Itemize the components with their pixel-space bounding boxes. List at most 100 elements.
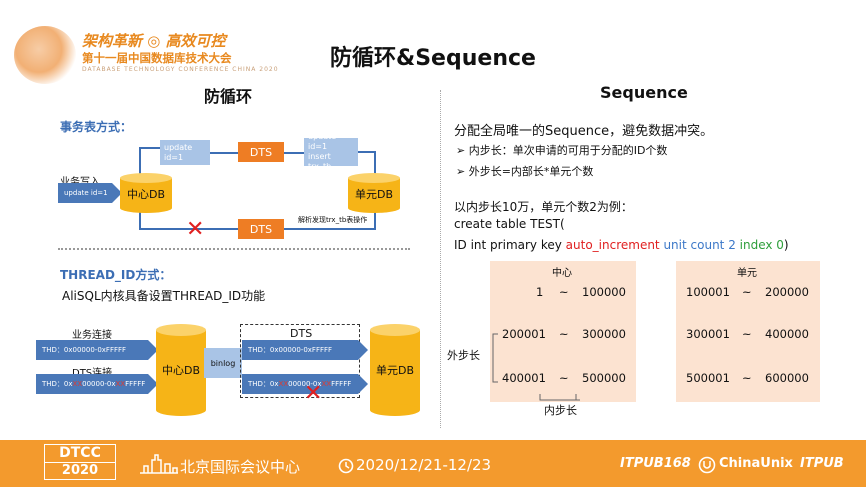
step-brackets	[492, 333, 580, 401]
vertical-divider	[440, 90, 441, 428]
update-id-arrow: update id=1	[58, 183, 122, 203]
center-db-2-cylinder: 中心DB	[156, 324, 206, 416]
footer-bar	[0, 440, 866, 487]
section1-label: 事务表方式：	[60, 120, 133, 134]
parse-note: 解析发现trx_tb表操作	[298, 216, 368, 224]
center-header: 中心	[552, 268, 572, 279]
slide-title: 防循环&Sequence	[330, 46, 536, 71]
conference-logo-icon	[14, 26, 76, 84]
bullet-outer-step: ➢ 外步长=内部长*单元个数	[456, 165, 594, 178]
update-trx-line1: update id=1	[308, 132, 337, 151]
dts-out-thd-label: THD：0x00000-0xFFFFF	[248, 346, 333, 354]
dts-box-label: DTS	[290, 327, 313, 340]
section2-label: THREAD_ID方式：	[60, 268, 172, 282]
section2-desc: AliSQL内核具备设置THREAD_ID功能	[62, 289, 266, 303]
update-trx-line2: insert trx_tb	[308, 152, 332, 171]
center-row2-sep: ~	[559, 327, 569, 341]
unit-range-panel	[676, 261, 820, 402]
center-db-label: 中心DB	[126, 188, 166, 201]
footer-location: 北京国际会议中心	[180, 458, 301, 476]
unit-row2-sep: ~	[742, 327, 752, 341]
dts-thd-mid: 00000-0x	[82, 380, 116, 388]
bullet-inner-step: ➢ 内步长：单次申请的可用于分配的ID个数	[456, 144, 668, 157]
dts-conn-label: DTS连接	[72, 364, 112, 379]
unit-row2-start: 300001	[686, 327, 730, 341]
code-line2-e: )	[783, 238, 789, 252]
sequence-headline: 分配全局唯一的Sequence，避免数据冲突。	[454, 124, 714, 139]
chinaunix-logo: ChinaUnix	[719, 456, 793, 471]
center-row2-end: 300000	[582, 327, 626, 341]
center-row3-end: 500000	[582, 371, 626, 385]
center-row2-start: 200001	[502, 327, 546, 341]
dts-in-thd-post: FFFFF	[331, 380, 352, 388]
dts-in-thd-hl2: XX	[321, 380, 332, 388]
logo-english-name: DATABASE TECHNOLOGY CONFERENCE CHINA 202…	[82, 66, 279, 73]
dts-thd-hl1: XX	[72, 380, 83, 388]
outer-step-label: 外步长	[447, 349, 480, 362]
logo-slogan: 架构革新 ◎ 高效可控	[82, 32, 226, 50]
clock-icon	[338, 458, 354, 474]
left-subtitle: 防循环	[204, 87, 253, 106]
right-subtitle: Sequence	[600, 83, 688, 102]
business-write-label: 业务写入	[60, 173, 100, 188]
unit-db-cylinder: 单元DB	[348, 173, 400, 213]
code-line1: create table TEST(	[454, 217, 565, 231]
dts-in-thd-mid: 00000-0x	[288, 380, 322, 388]
dts-in-thd-pre: THD：0x	[248, 380, 279, 388]
update-trx-box: update id=1 insert trx_tb	[304, 132, 358, 171]
center-row3-start: 400001	[502, 371, 546, 385]
business-conn-label: 业务连接	[72, 330, 112, 341]
itpub-logo: ITPUB	[800, 456, 844, 471]
dts-in-thd-hl1: XX	[278, 380, 289, 388]
itpub168-logo: ITPUB168	[620, 456, 691, 471]
unit-db-2-label: 单元DB	[375, 364, 415, 377]
dts-thd-pre: THD：0x	[42, 380, 73, 388]
unit-db-2-cylinder: 单元DB	[370, 324, 420, 416]
unit-row3-start: 500001	[686, 371, 730, 385]
center-db-2-label: 中心DB	[161, 364, 201, 377]
update-id-arrow-label: update id=1	[64, 189, 108, 197]
code-auto-increment: auto_increment	[565, 238, 660, 252]
block-x-icon: ✕	[186, 217, 205, 242]
center-row1-sep: ~	[559, 285, 569, 299]
footer-date: 2020/12/21-12/23	[356, 456, 492, 474]
unit-row3-sep: ~	[742, 371, 752, 385]
example-text: 以内步长10万，单元个数2为例：	[454, 200, 633, 214]
logo-conference-name: 第十一届中国数据库技术大会	[82, 51, 232, 65]
binlog-box: binlog	[204, 348, 242, 378]
code-line2-a: ID int primary key	[454, 238, 566, 252]
code-index: index 0	[735, 238, 784, 252]
dtcc-logo: DTCC 2020	[44, 444, 116, 480]
center-row1-end: 100000	[582, 285, 626, 299]
dtcc-logo-year: 2020	[61, 463, 99, 478]
unit-row2-end: 400000	[765, 327, 809, 341]
business-thd-arrow: THD：0x00000-0xFFFFF	[36, 340, 158, 360]
dtcc-logo-text: DTCC	[45, 445, 115, 463]
code-unit-count: unit count 2	[659, 238, 736, 252]
unit-db-label: 单元DB	[354, 188, 394, 201]
dts-thd-hl2: XX	[115, 380, 126, 388]
update-id-box: update id=1	[160, 140, 210, 165]
dts-box-top: DTS	[238, 142, 284, 162]
inner-step-label: 内步长	[544, 404, 577, 417]
center-row1-start: 1	[536, 285, 544, 299]
center-range-panel	[490, 261, 636, 402]
horizontal-divider	[58, 248, 410, 250]
center-row3-sep: ~	[559, 371, 569, 385]
unit-row1-end: 200000	[765, 285, 809, 299]
unit-row1-sep: ~	[742, 285, 752, 299]
business-thd-label: THD：0x00000-0xFFFFF	[42, 346, 127, 354]
code-line2: ID int primary key auto_increment unit c…	[454, 238, 789, 252]
dts-out-thd-arrow: THD：0x00000-0xFFFFF	[242, 340, 368, 360]
city-skyline-icon	[140, 454, 178, 474]
dts-dashed-box	[240, 324, 360, 398]
block-x-icon-2: ✕	[304, 381, 323, 406]
unit-row3-end: 600000	[765, 371, 809, 385]
unit-header: 单元	[737, 268, 757, 279]
chinaunix-logo-icon	[698, 456, 716, 474]
dts-box-bottom: DTS	[238, 219, 284, 239]
unit-row1-start: 100001	[686, 285, 730, 299]
